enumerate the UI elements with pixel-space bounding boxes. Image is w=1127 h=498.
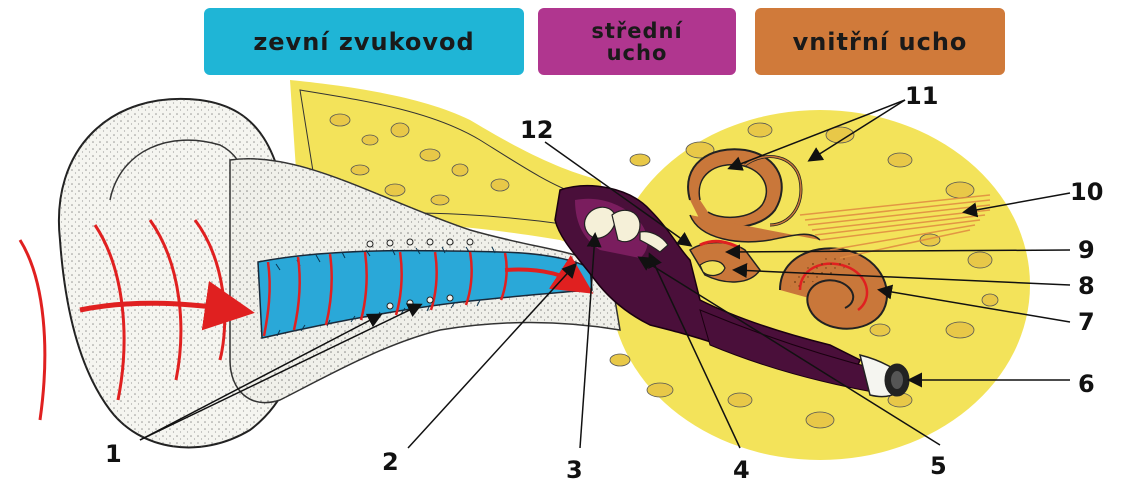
label-9: 9 [1078, 236, 1095, 264]
label-10: 10 [1070, 178, 1103, 206]
label-11: 11 [905, 82, 938, 110]
label-5: 5 [930, 452, 947, 480]
label-2: 2 [382, 448, 399, 476]
label-6: 6 [1078, 370, 1095, 398]
label-3: 3 [566, 456, 583, 484]
label-1: 1 [105, 440, 122, 468]
label-7: 7 [1078, 308, 1095, 336]
label-12: 12 [520, 116, 553, 144]
label-8: 8 [1078, 272, 1095, 300]
label-4: 4 [733, 456, 750, 484]
